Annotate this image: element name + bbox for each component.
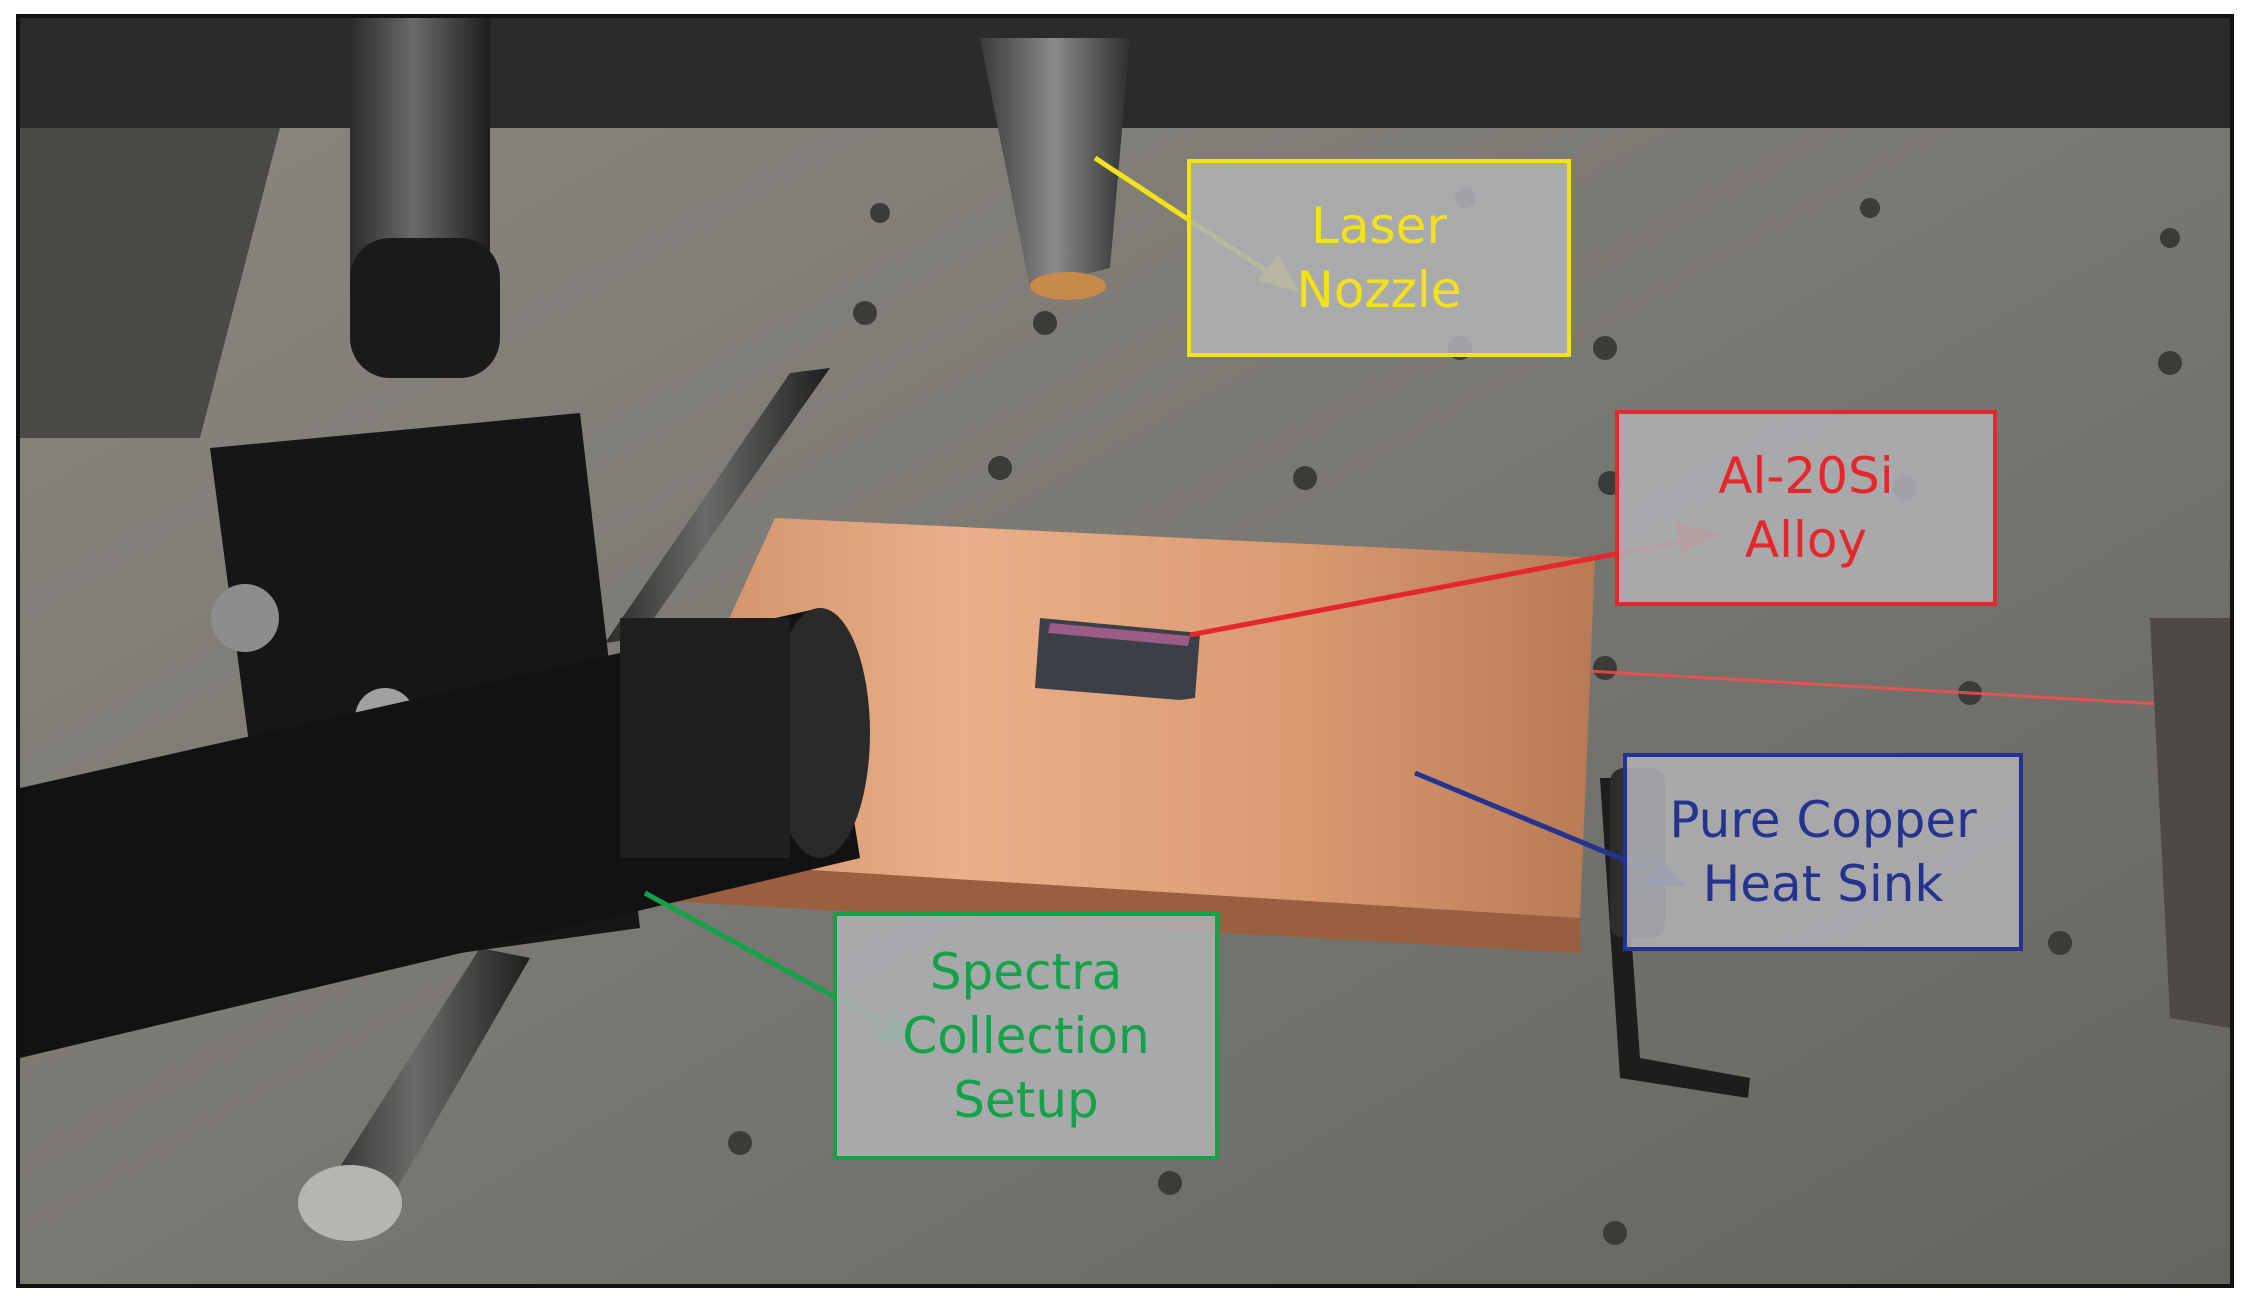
support-rod-end [298,1165,402,1241]
laser-nozzle-label: Laser Nozzle [1187,159,1571,357]
heat-sink-label: Pure Copper Heat Sink [1623,753,2023,951]
spectra-label-line2: Collection [902,1007,1150,1065]
spectra-label-line1: Spectra [929,943,1123,1001]
heat-sink-label-line1: Pure Copper [1669,791,1977,849]
alloy-label-line2: Alloy [1744,511,1868,569]
heat-sink-label-line2: Heat Sink [1702,855,1944,913]
laser-nozzle-tip [1030,272,1106,300]
support-rod-front [320,948,530,1218]
alloy-sample-shine [1048,623,1190,646]
clamp-screw [211,584,279,652]
left-shadow [20,128,280,438]
post-collar [350,238,500,378]
support-rod-back [605,368,830,643]
copper-plate-side [610,858,1580,953]
tube-band [620,618,790,858]
laser-label-line1: Laser [1311,197,1447,255]
laser-label-line2: Nozzle [1296,261,1462,319]
collection-lens-holder [770,608,870,858]
alloy-label: Al-20Si Alloy [1615,410,1997,606]
spectra-collection-label: Spectra Collection Setup [833,912,1219,1160]
copper-heat-sink-plate [620,518,1595,918]
spectra-label-line3: Setup [953,1071,1099,1129]
vertical-post [350,18,490,278]
metal-block [2150,618,2230,1028]
alloy-label-line1: Al-20Si [1718,447,1894,505]
laser-nozzle-body [980,38,1130,288]
